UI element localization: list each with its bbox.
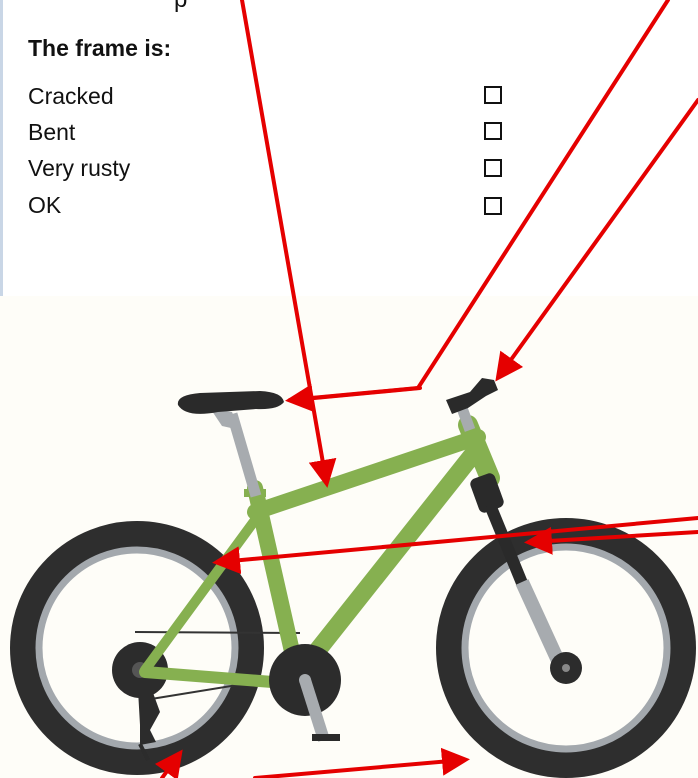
- option-label-very-rusty: Very rusty: [28, 154, 130, 182]
- question-heading: The frame is:: [28, 35, 171, 62]
- stem: [462, 408, 470, 430]
- pedal: [312, 734, 340, 741]
- checkbox-very-rusty[interactable]: [484, 159, 502, 177]
- checkbox-bent[interactable]: [484, 122, 502, 140]
- option-label-ok: OK: [28, 191, 61, 219]
- checkbox-cracked[interactable]: [484, 86, 502, 104]
- checkbox-ok[interactable]: [484, 197, 502, 215]
- option-label-cracked: Cracked: [28, 82, 114, 110]
- crank-bolt: [299, 674, 311, 686]
- front-hub-axle: [562, 664, 570, 672]
- partial-text: p: [174, 0, 187, 12]
- option-label-bent: Bent: [28, 118, 75, 146]
